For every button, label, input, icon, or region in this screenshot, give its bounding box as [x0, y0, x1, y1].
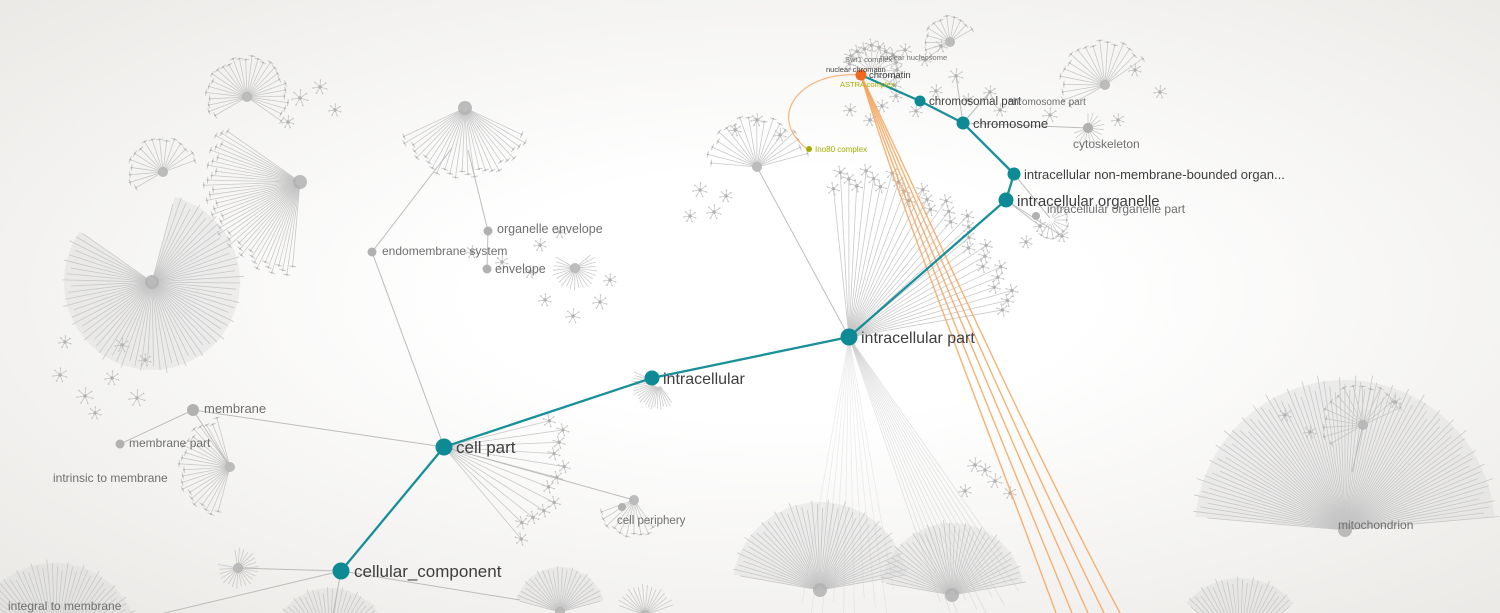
cluster-fan: [516, 566, 604, 613]
node-label-chromosomal_part: chromosomal part: [929, 96, 1022, 108]
gray-node[interactable]: [1032, 212, 1040, 220]
node-label-non_membrane_organelle: intracellular non-membrane-bounded organ…: [1024, 167, 1285, 182]
term-label-4: membrane part: [129, 436, 211, 450]
edge-intracellular-intracellular_part: [650, 335, 851, 380]
node-non_membrane_organelle[interactable]: [1007, 167, 1021, 181]
orange-flow: [788, 74, 1121, 613]
node-label-chromatin: chromatin: [869, 70, 911, 81]
term-label-3: membrane: [204, 401, 266, 416]
node-ino80_complex[interactable]: [806, 146, 812, 152]
term-label-11: chromosome part: [1008, 97, 1086, 108]
gray-node[interactable]: [618, 503, 626, 511]
node-chromatin[interactable]: [855, 69, 867, 81]
term-label-0: organelle envelope: [497, 222, 603, 236]
edge-cell_part-intracellular: [442, 376, 654, 449]
term-label-9: mitochondrion: [1338, 518, 1413, 532]
edge-intracellular_part-intracellular_organelle: [847, 198, 1008, 339]
gray-node[interactable]: [187, 404, 199, 416]
node-label-ino80_complex: Ino80 complex: [815, 145, 867, 154]
term-label-5: intrinsic to membrane: [53, 471, 168, 485]
term-label-12: nuclear chromatin: [826, 65, 886, 74]
node-label-cell_part: cell part: [456, 438, 516, 457]
cluster-fan: [1193, 375, 1500, 537]
cluster-fan: [202, 128, 307, 276]
term-label-10: intracellular organelle part: [1047, 202, 1186, 216]
cluster-fan: [1059, 39, 1146, 109]
gray-node[interactable]: [482, 264, 492, 274]
gray-edges: [119, 75, 1364, 613]
gray-node[interactable]: [483, 226, 493, 236]
node-cellular_component[interactable]: [332, 562, 350, 580]
term-label-1: endomembrane system: [382, 244, 507, 258]
node-chromosome[interactable]: [956, 116, 970, 130]
cluster-fan: [62, 196, 244, 373]
node-cell_part[interactable]: [435, 438, 453, 456]
cluster-fan: [281, 586, 379, 613]
term-label-8: cytoskeleton: [1073, 137, 1140, 151]
cluster-fan: [706, 116, 809, 172]
edge-non_membrane_organelle-chromosome: [961, 121, 1016, 176]
cluster-fan: [880, 520, 1027, 602]
cluster-fan: [0, 559, 136, 613]
term-label-6: integral to membrane: [8, 599, 122, 613]
cluster-fan: [178, 416, 235, 516]
cluster-fan: [217, 547, 259, 589]
cluster-fan: [446, 414, 571, 546]
node-label-cellular_component: cellular_component: [354, 562, 502, 581]
node-intracellular_organelle[interactable]: [998, 192, 1014, 208]
edge-chromosome-chromosomal_part: [918, 99, 965, 125]
term-label-7: cell periphery: [617, 515, 686, 527]
cluster-fan: [1038, 203, 1070, 240]
node-chromosomal_part[interactable]: [914, 95, 926, 107]
term-label-15: ASTRA complex: [840, 80, 895, 89]
term-label-13: nuclear nucleosome: [880, 53, 947, 62]
cluster-fan: [552, 254, 598, 291]
node-intracellular[interactable]: [644, 370, 660, 386]
cluster-fan: [204, 55, 289, 125]
cluster-fan: [826, 164, 1019, 337]
cluster-fan: [128, 137, 197, 191]
leaf-stars: [52, 39, 1402, 500]
term-label-14: Swr1 complex: [845, 55, 892, 64]
node-label-intracellular_organelle: intracellular organelle: [1017, 193, 1160, 210]
cluster-fan: [1186, 576, 1294, 613]
cluster-fan: [732, 499, 909, 597]
cluster-fan: [402, 101, 527, 179]
cluster-fan: [801, 340, 895, 613]
cluster-fan: [842, 38, 904, 92]
highlight-path-edges: [339, 73, 1016, 573]
node-label-intracellular_part: intracellular part: [861, 330, 975, 347]
term-label-2: envelope: [495, 262, 546, 276]
cluster-fan: [618, 583, 674, 613]
cluster-fan: [924, 15, 975, 59]
node-label-intracellular: intracellular: [663, 371, 745, 388]
edge-cellular_component-cell_part: [339, 445, 446, 573]
edge-chromosomal_part-chromatin: [859, 73, 922, 103]
node-label-chromosome: chromosome: [973, 116, 1048, 131]
gray-node[interactable]: [367, 247, 377, 257]
node-intracellular_part[interactable]: [840, 328, 858, 346]
gray-node[interactable]: [1083, 123, 1093, 133]
gray-node[interactable]: [115, 439, 125, 449]
